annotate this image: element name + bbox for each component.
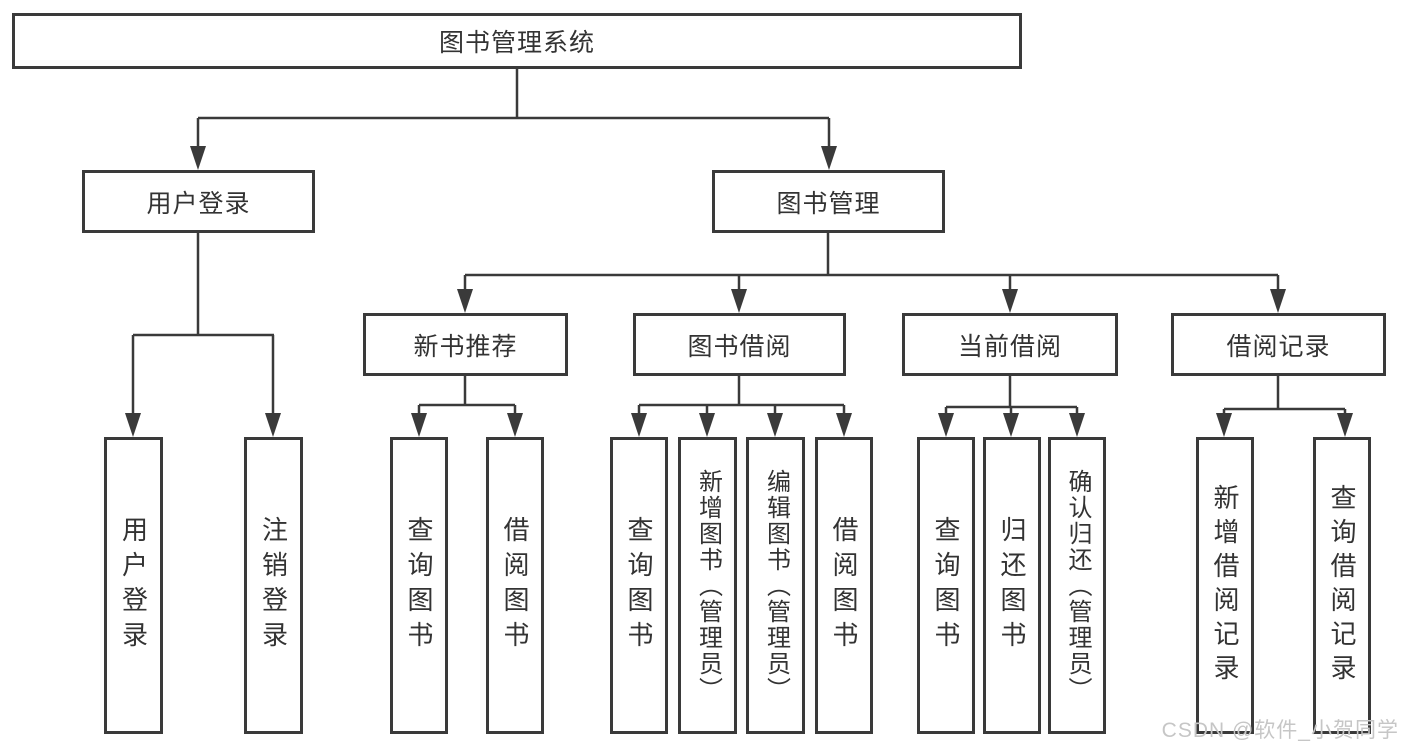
node-library-management-system: 图书管理系统 [12,13,1022,69]
leaf-label: 确认归还（管理员） [1064,468,1091,703]
node-label: 图书管理 [776,189,881,218]
leaf-label: 查询图书 [931,515,961,656]
leaf-edit-books-admin: 编辑图书（管理员） [746,437,805,734]
node-label: 新书推荐 [413,332,518,361]
node-borrow-records: 借阅记录 [1171,313,1386,376]
node-current-borrow: 当前借阅 [902,313,1118,376]
node-label: 借阅记录 [1226,332,1331,361]
node-label: 图书借阅 [687,332,792,361]
leaf-query-books-3: 查询图书 [917,437,975,734]
leaf-label: 查询借阅记录 [1327,483,1357,688]
leaf-label: 新增图书（管理员） [694,468,722,703]
leaf-logout: 注销登录 [244,437,303,734]
node-label: 图书管理系统 [438,29,595,57]
node-book-borrow: 图书借阅 [633,313,846,376]
leaf-label: 查询图书 [404,515,434,656]
leaf-borrow-books-1: 借阅图书 [486,437,544,734]
leaf-query-books-1: 查询图书 [390,437,448,734]
leaf-label: 借阅图书 [500,515,530,656]
leaf-label: 查询图书 [624,515,654,656]
leaf-borrow-books-2: 借阅图书 [815,437,873,734]
leaf-label: 借阅图书 [829,515,859,656]
leaf-label: 新增借阅记录 [1210,483,1240,688]
node-user-login: 用户登录 [82,170,315,233]
leaf-label: 编辑图书（管理员） [762,468,790,703]
csdn-watermark: CSDN @软件_小贺同学 [1161,719,1399,742]
leaf-add-books-admin: 新增图书（管理员） [678,437,737,734]
node-new-book-recommend: 新书推荐 [363,313,568,376]
leaf-label: 注销登录 [258,515,289,656]
leaf-return-books: 归还图书 [983,437,1041,734]
leaf-user-login: 用户登录 [104,437,163,734]
leaf-query-books-2: 查询图书 [610,437,668,734]
leaf-add-borrow-record: 新增借阅记录 [1196,437,1254,734]
leaf-confirm-return-admin: 确认归还（管理员） [1048,437,1106,734]
node-book-management: 图书管理 [712,170,945,233]
leaf-label: 归还图书 [997,515,1027,656]
node-label: 当前借阅 [957,332,1062,361]
leaf-query-borrow-record: 查询借阅记录 [1313,437,1371,734]
leaf-label: 用户登录 [118,515,149,656]
node-label: 用户登录 [146,189,251,218]
